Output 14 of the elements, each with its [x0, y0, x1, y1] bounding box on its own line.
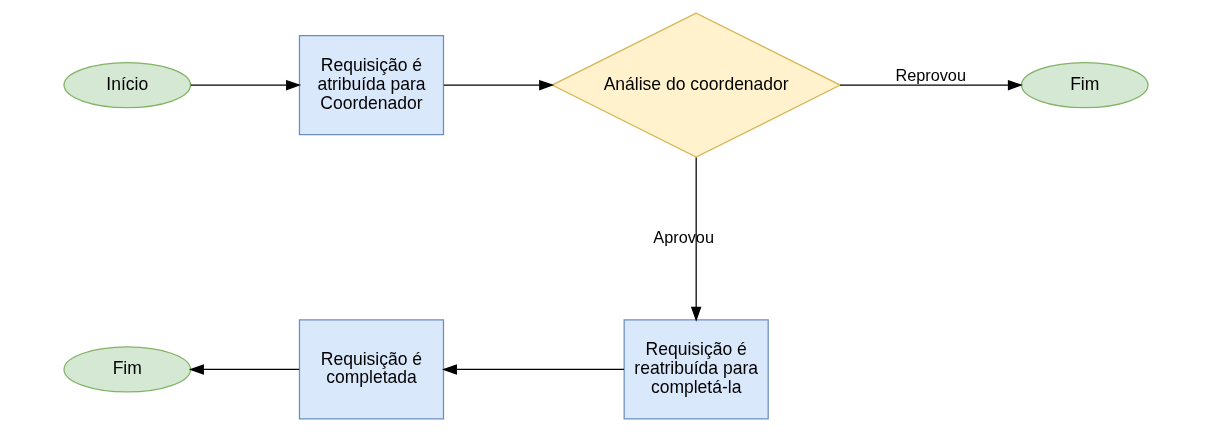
node-ellipse: Fim	[62, 346, 191, 393]
node-diamond: Análise do coordenador	[550, 12, 842, 158]
arrow	[442, 79, 554, 91]
node-ellipse: Fim	[1020, 61, 1149, 109]
node-box: Requisição é atribuída para Coordenador	[298, 35, 444, 136]
arrow	[690, 156, 701, 322]
arrow	[188, 364, 300, 375]
node-box: Requisição é completada	[298, 319, 444, 420]
node-ellipse: Início	[62, 61, 191, 109]
arrow	[189, 79, 301, 91]
node-box: Requisição é reatribuída para completá-la	[623, 319, 769, 420]
edge-label: Reprovou	[894, 65, 966, 84]
arrow	[441, 364, 625, 375]
arrow	[838, 79, 1023, 91]
